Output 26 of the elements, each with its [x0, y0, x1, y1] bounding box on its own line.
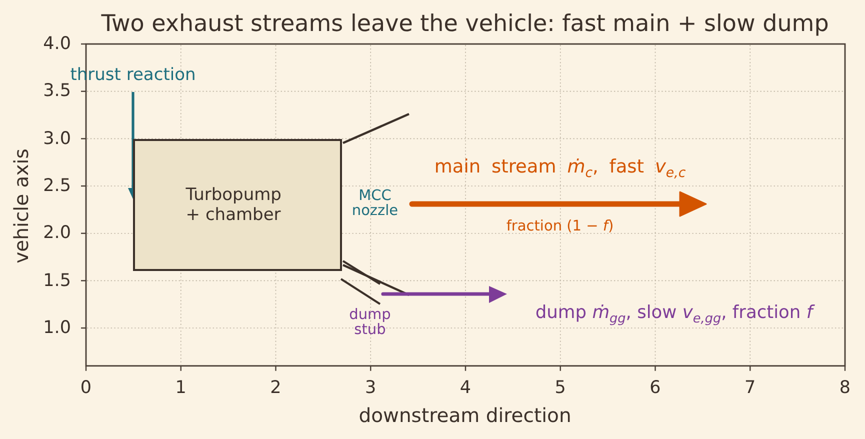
chart-title: Two exhaust streams leave the vehicle: fast main + slow dump: [101, 10, 829, 38]
tick-label: 1.0: [43, 318, 71, 338]
tick-label: 0: [80, 378, 92, 398]
annotation-text: main stream ṁ$_{c}$, fast v$_{e,c}$: [434, 156, 686, 178]
tick-label: 4: [460, 378, 472, 398]
annotation-text: dump ṁ$_{gg}$, slow v$_{e,gg}$, fraction f: [535, 302, 813, 324]
tick-label: 3: [365, 378, 376, 398]
tick-label: 3.5: [43, 81, 71, 102]
annotation-text: fraction (1 − f): [506, 218, 614, 236]
annotation-text: dump stub: [348, 308, 392, 338]
tick-label: 5: [554, 378, 566, 398]
tick-label: 2.0: [43, 223, 71, 244]
axis-title: downstream direction: [358, 404, 572, 428]
tick-label: 1: [175, 378, 186, 398]
component-box: [133, 138, 342, 272]
axis-title: vehicle axis: [10, 148, 34, 264]
annotation-text: MCC nozzle: [350, 188, 400, 220]
tick-label: 8: [839, 378, 851, 398]
tick-label: 6: [650, 378, 661, 398]
tick-label: 2: [270, 378, 282, 398]
tick-label: 7: [744, 378, 756, 398]
box-label: Turbopump + chamber: [186, 184, 282, 226]
tick-label: 4.0: [43, 34, 71, 54]
tick-label: 2.5: [43, 176, 71, 196]
tick-label: 3.0: [43, 128, 71, 149]
tick-label: 1.5: [43, 270, 71, 291]
